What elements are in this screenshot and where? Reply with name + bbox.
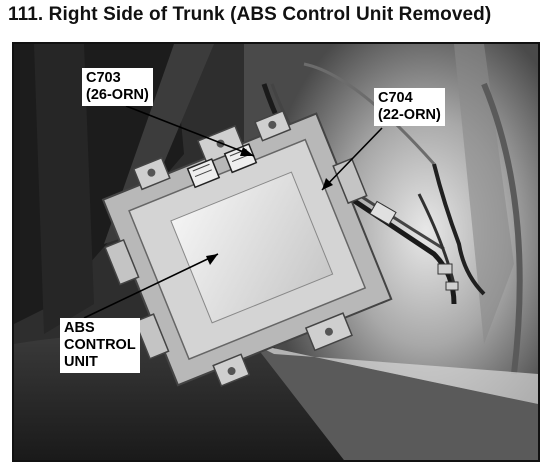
page-title: 111. Right Side of Trunk (ABS Control Un… (8, 4, 492, 25)
c704-callout: C704 (22-ORN) (374, 88, 445, 126)
abs-control-unit-callout: ABS CONTROL UNIT (60, 318, 140, 373)
abs-callout-line-1: ABS (64, 320, 95, 336)
c703-callout: C703 (26-ORN) (82, 68, 153, 106)
c703-connector-id: C703 (86, 70, 121, 86)
c704-connector-id: C704 (378, 90, 413, 106)
abs-callout-line-2: CONTROL (64, 337, 136, 353)
abs-callout-line-3: UNIT (64, 354, 98, 370)
c704-connector-spec: (22-ORN) (378, 107, 441, 123)
trunk-photo-illustration (14, 44, 538, 460)
c703-connector-spec: (26-ORN) (86, 87, 149, 103)
trunk-photo (12, 42, 540, 462)
